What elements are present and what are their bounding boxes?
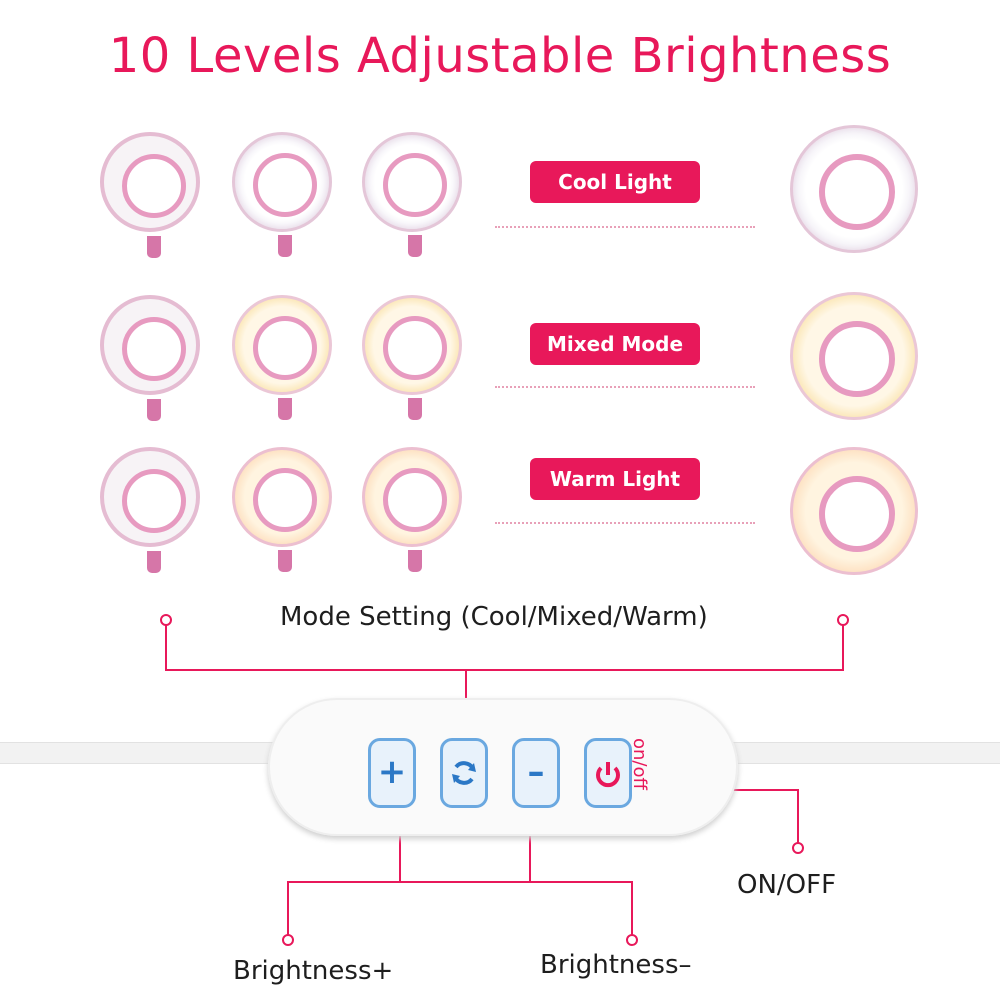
ring-light-warm-1 — [100, 447, 200, 573]
ring-light-mixed-large — [790, 292, 918, 420]
cable-left — [0, 742, 280, 764]
mode-label-warm: Warm Light — [530, 458, 700, 500]
ring-light-mixed-3 — [362, 295, 462, 420]
on-off-label: ON/OFF — [737, 870, 837, 900]
ring-light-mixed-2 — [232, 295, 332, 420]
brightness-minus-label: Brightness– — [540, 950, 692, 980]
brightness-plus-button[interactable]: + — [368, 738, 416, 808]
divider — [495, 226, 755, 228]
ring-light-cool-3 — [362, 132, 462, 257]
onoff-printed-label: on/off — [629, 738, 650, 790]
brightness-plus-label: Brightness+ — [233, 956, 394, 986]
inline-controller: + – — [268, 698, 738, 836]
mode-label-mixed: Mixed Mode — [530, 323, 700, 365]
mode-setting-label: Mode Setting (Cool/Mixed/Warm) — [280, 602, 708, 632]
power-icon — [596, 762, 620, 788]
power-button[interactable] — [584, 738, 632, 808]
ring-light-cool-2 — [232, 132, 332, 257]
divider — [495, 386, 755, 388]
divider — [495, 522, 755, 524]
cable-right — [728, 742, 1000, 764]
ring-light-cool-1 — [100, 132, 200, 258]
ring-light-warm-3 — [362, 447, 462, 572]
cycle-icon — [452, 761, 476, 785]
ring-light-cool-large — [790, 125, 918, 253]
mode-cycle-button[interactable] — [440, 738, 488, 808]
mode-label-cool: Cool Light — [530, 161, 700, 203]
brightness-minus-button[interactable]: – — [512, 738, 560, 808]
ring-light-warm-2 — [232, 447, 332, 572]
page-title: 10 Levels Adjustable Brightness — [108, 28, 892, 84]
ring-light-mixed-1 — [100, 295, 200, 421]
ring-light-warm-large — [790, 447, 918, 575]
